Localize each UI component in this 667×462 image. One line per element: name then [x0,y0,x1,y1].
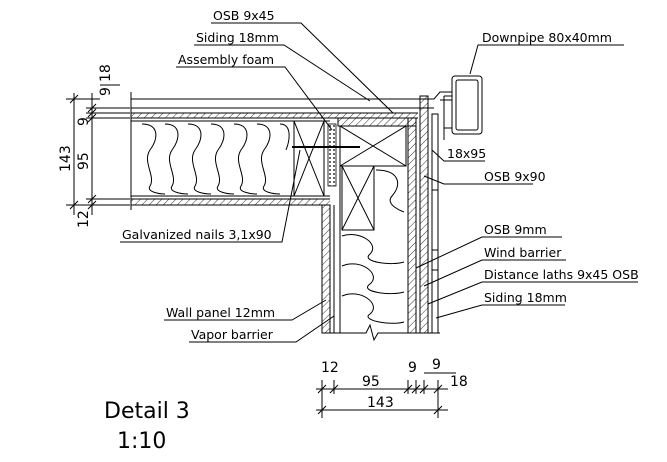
hdim-12: 12 [321,360,339,376]
vdim-12: 12 [76,210,92,228]
label-assembly-foam: Assembly foam [178,52,274,67]
title-detail: Detail 3 [104,399,190,424]
label-siding-top: Siding 18mm [196,30,279,45]
wall-assembly [131,91,453,342]
title-scale: 1:10 [117,429,166,454]
label-vapor-barrier: Vapor barrier [191,327,274,342]
hdim-9b: 9 [432,357,441,373]
horizontal-dimensions: 12 95 9 9 18 143 [316,357,468,418]
leader-lines [120,22,638,343]
label-siding-bottom: Siding 18mm [484,290,567,305]
vertical-dimensions: 18 9 143 9 95 12 [58,64,130,228]
insulation-wave [141,123,166,195]
hdim-143: 143 [367,395,394,411]
hdim-18: 18 [450,374,468,390]
vdim-18: 18 [98,64,114,82]
label-18x95: 18x95 [447,146,486,161]
vdim-9b: 9 [98,87,114,96]
label-wall-panel: Wall panel 12mm [166,305,275,320]
label-osb-9x90: OSB 9x90 [484,169,546,184]
osb-strip-top [131,113,418,118]
label-osb-9mm: OSB 9mm [484,222,547,237]
roof-assembly [130,92,434,210]
assembly-foam [327,123,337,187]
ceiling-panel [131,199,330,205]
vdim-9a: 9 [76,117,92,126]
timber-section-roof [293,120,325,197]
label-galvanized-nails: Galvanized nails 3,1x90 [122,227,272,242]
labels: OSB 9x45 Siding 18mm Assembly foam Downp… [122,8,639,342]
label-downpipe: Downpipe 80x40mm [482,30,612,45]
osb-9mm-vertical [408,118,416,333]
vdim-143: 143 [58,145,74,172]
vdim-95: 95 [76,152,92,170]
siding-vertical [431,113,439,334]
detail-title: Detail 3 1:10 [104,399,190,454]
distance-laths [420,96,428,333]
downpipe [443,75,483,140]
timber-wall-stud [341,165,375,231]
hdim-9a: 9 [408,360,417,376]
label-osb-9x45: OSB 9x45 [213,8,275,23]
label-wind-barrier: Wind barrier [484,245,562,260]
hdim-95: 95 [362,374,380,390]
wall-panel-12mm [322,205,330,333]
label-distance-laths: Distance laths 9x45 OSB [484,267,639,282]
